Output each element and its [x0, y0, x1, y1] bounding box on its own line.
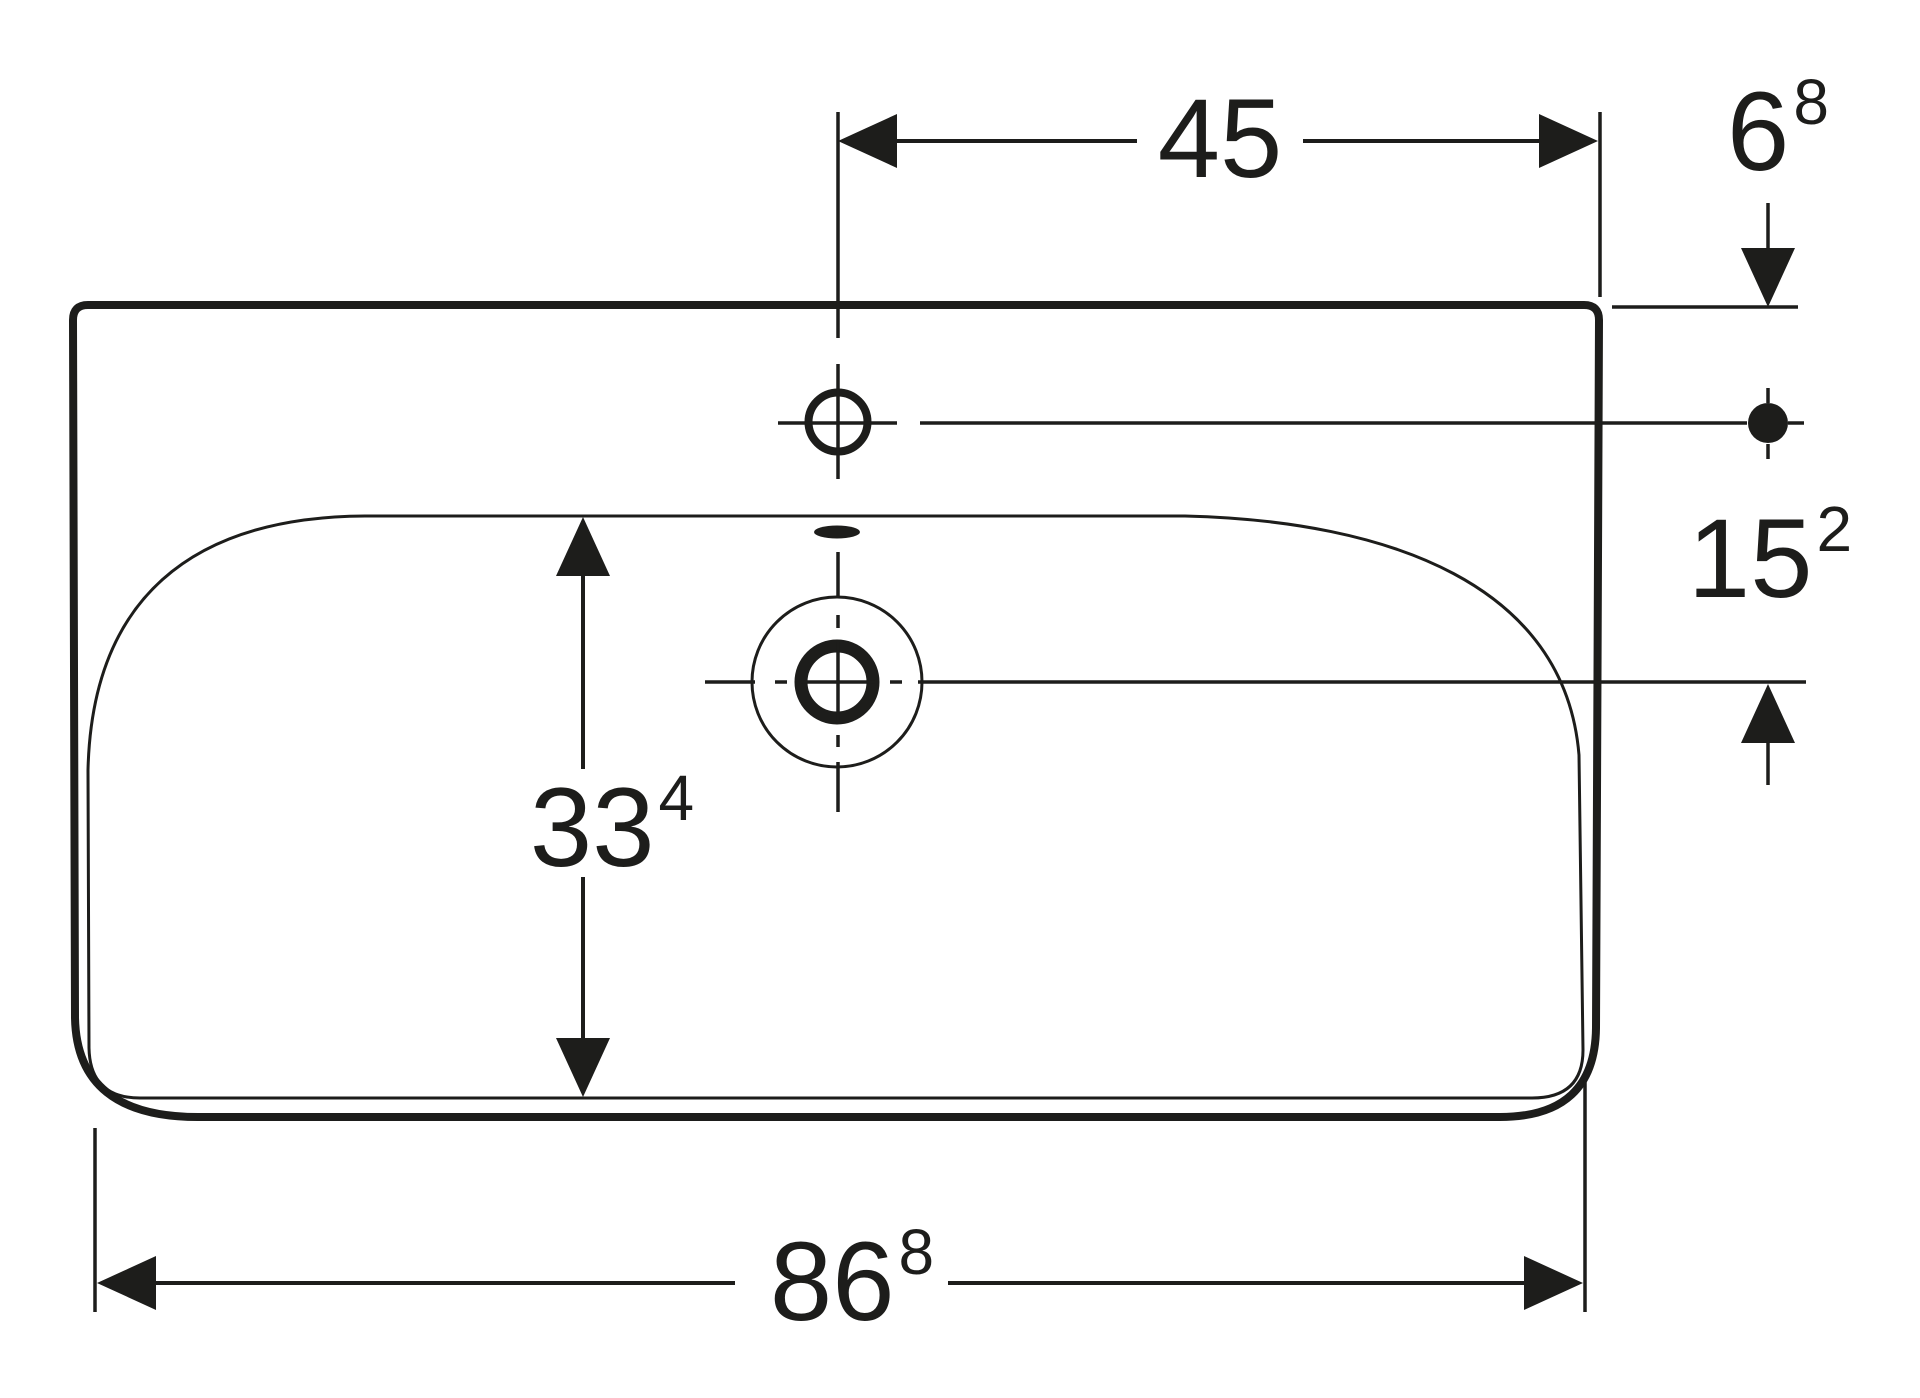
- arrowhead-up-icon: [1741, 684, 1795, 743]
- dimension-label-33-4: 334: [530, 762, 694, 890]
- dimension-label-86-8: 868: [770, 1216, 934, 1344]
- arrowhead-left-icon: [838, 114, 897, 168]
- centerlines: [705, 112, 1806, 812]
- sink-outer-outline: [68, 301, 1604, 1121]
- dimension-overall-width: 868: [93, 1078, 1587, 1344]
- datum-dot-ticks: [1766, 388, 1804, 459]
- dimension-label-45: 45: [1158, 76, 1283, 201]
- arrowhead-right-icon: [1524, 1256, 1583, 1310]
- arrowhead-down-icon: [556, 1038, 610, 1097]
- dimension-tap-hole-to-drain: 152: [1688, 388, 1852, 785]
- overflow-slot-icon: [814, 525, 860, 539]
- arrowhead-left-icon: [97, 1256, 156, 1310]
- basin-outline: [86, 514, 1585, 1100]
- dimension-label-6-8: 68: [1727, 66, 1829, 194]
- dimension-label-15-2: 152: [1688, 493, 1852, 621]
- arrowhead-up-icon: [556, 517, 610, 576]
- dimension-basin-depth: 334: [530, 517, 694, 1097]
- sink-body: [68, 301, 1604, 1121]
- arrowhead-down-icon: [1741, 248, 1795, 307]
- dimension-tap-hole-offset: 45: [838, 76, 1602, 297]
- arrowhead-right-icon: [1539, 114, 1598, 168]
- datum-dot-icon: [1748, 403, 1788, 443]
- dimension-back-edge-to-tap-hole: 68: [1727, 66, 1829, 307]
